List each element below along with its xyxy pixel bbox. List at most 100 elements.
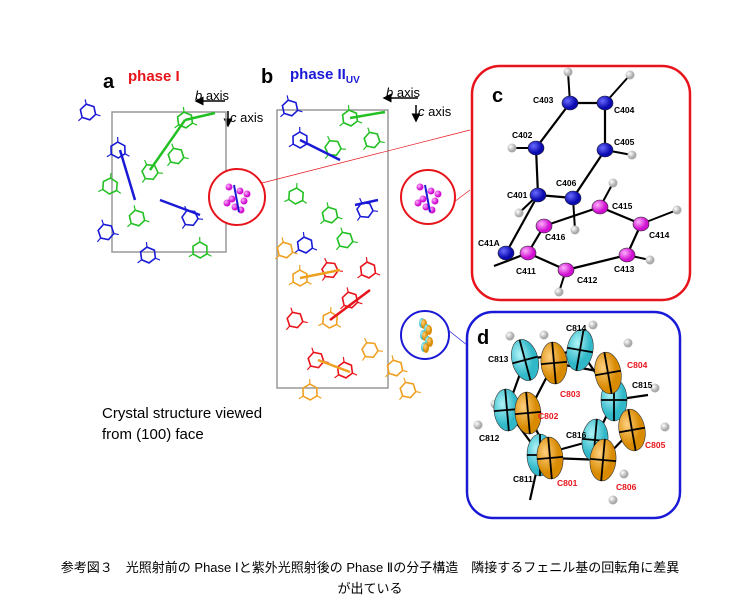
carbon-atom bbox=[596, 142, 614, 158]
carbon-atom bbox=[564, 190, 582, 206]
bond bbox=[398, 395, 404, 401]
hydrogen-atom bbox=[645, 255, 655, 265]
phenyl-ring bbox=[359, 261, 377, 279]
bond bbox=[317, 358, 351, 374]
bond bbox=[297, 109, 303, 113]
figure-graphics: c d C403 C404 C402 C405 C401 C406 C415 C… bbox=[78, 64, 692, 520]
c-axis-text: axis bbox=[240, 110, 264, 125]
hydrogen-atom bbox=[672, 205, 682, 215]
bond bbox=[327, 135, 331, 141]
bond bbox=[340, 304, 345, 310]
phenyl-ring bbox=[176, 111, 194, 129]
bond bbox=[155, 257, 161, 261]
bond bbox=[275, 254, 280, 260]
bond bbox=[192, 122, 198, 126]
c-axis-text: axis bbox=[428, 104, 452, 119]
hydrogen-atom bbox=[507, 143, 517, 153]
bond bbox=[356, 216, 361, 221]
atom bbox=[427, 187, 435, 195]
phenyl-ring bbox=[141, 163, 159, 181]
bond bbox=[280, 112, 285, 118]
atom-label: C411 bbox=[516, 266, 536, 276]
bond bbox=[402, 369, 408, 373]
atom bbox=[414, 199, 422, 207]
bond bbox=[95, 113, 101, 117]
carbon-atom bbox=[591, 199, 609, 215]
atom bbox=[423, 343, 429, 353]
atom-label: C404 bbox=[614, 105, 635, 115]
c-italic: c bbox=[230, 110, 237, 125]
panel-b-label: b bbox=[261, 66, 274, 88]
bond bbox=[181, 224, 186, 229]
hydrogen-atom bbox=[563, 67, 573, 77]
bond bbox=[336, 324, 342, 328]
panel-d-label: d bbox=[477, 327, 489, 349]
atom-label: C812 bbox=[479, 433, 500, 443]
atom-label: C406 bbox=[556, 178, 577, 188]
bond bbox=[284, 198, 290, 203]
hydrogen-atom bbox=[514, 208, 524, 218]
bond bbox=[288, 281, 294, 286]
panel-b-title-sub: UV bbox=[345, 75, 360, 86]
atom bbox=[223, 199, 231, 207]
phenyl-ring bbox=[321, 261, 339, 279]
bond bbox=[365, 257, 368, 263]
b-axis-text: axis bbox=[396, 85, 420, 100]
atom-label: C413 bbox=[614, 264, 635, 274]
bond bbox=[339, 122, 344, 127]
bond bbox=[166, 161, 172, 167]
bond bbox=[415, 391, 421, 394]
phenyl-ring bbox=[192, 241, 208, 259]
description: Crystal structure viewed from (100) face bbox=[102, 403, 262, 445]
thermal-ellipsoid bbox=[511, 339, 539, 381]
bond bbox=[379, 141, 385, 144]
bond bbox=[302, 232, 305, 238]
bond bbox=[299, 138, 341, 162]
bond bbox=[357, 301, 363, 305]
phenyl-ring bbox=[324, 139, 342, 157]
atom bbox=[427, 337, 433, 347]
hydrogen-atom bbox=[625, 70, 635, 80]
hydrogen-atom bbox=[473, 420, 483, 430]
bond bbox=[361, 356, 366, 361]
atom-label: C813 bbox=[488, 354, 509, 364]
atom-label-red: C804 bbox=[627, 360, 648, 370]
atom-label: C811 bbox=[513, 474, 533, 484]
bond bbox=[144, 219, 150, 223]
carbon-atom bbox=[527, 140, 545, 156]
b-axis-text: axis bbox=[205, 88, 229, 103]
phenyl-ring bbox=[296, 236, 314, 254]
bond bbox=[337, 216, 343, 220]
bond bbox=[285, 325, 291, 331]
thermal-ellipsoid bbox=[589, 438, 617, 482]
atom bbox=[416, 183, 424, 191]
description-line: from (100) face bbox=[102, 426, 204, 443]
phenyl-ring bbox=[292, 131, 308, 149]
hydrogen-atom bbox=[623, 338, 633, 348]
carbon-atom bbox=[596, 95, 614, 111]
bond bbox=[206, 253, 212, 257]
bond bbox=[534, 147, 540, 196]
bond bbox=[316, 395, 322, 399]
panel-b-title-text: phase II bbox=[290, 66, 346, 83]
hydrogen-atom bbox=[650, 383, 660, 393]
bond bbox=[342, 357, 345, 363]
panel-a-title: phase I bbox=[128, 68, 180, 85]
c-italic: c bbox=[418, 104, 425, 119]
phenyl-ring bbox=[399, 381, 417, 399]
bond bbox=[572, 149, 606, 199]
bond bbox=[311, 347, 315, 353]
panel-b-title: phase IIUV bbox=[290, 66, 360, 86]
atom bbox=[240, 197, 248, 205]
phenyl-ring bbox=[101, 177, 119, 195]
hydrogen-atom bbox=[619, 469, 629, 479]
caption-line: 参考図３ 光照射前の Phase Ⅰと紫外光照射後の Phase Ⅱの分子構造 … bbox=[60, 560, 680, 575]
panel-c-frame bbox=[470, 64, 692, 302]
bond bbox=[424, 184, 431, 213]
bond bbox=[364, 337, 368, 343]
bond bbox=[281, 237, 284, 243]
bond bbox=[357, 120, 363, 124]
atom-label: C814 bbox=[566, 323, 587, 333]
bond bbox=[133, 205, 136, 211]
bond bbox=[535, 102, 571, 149]
